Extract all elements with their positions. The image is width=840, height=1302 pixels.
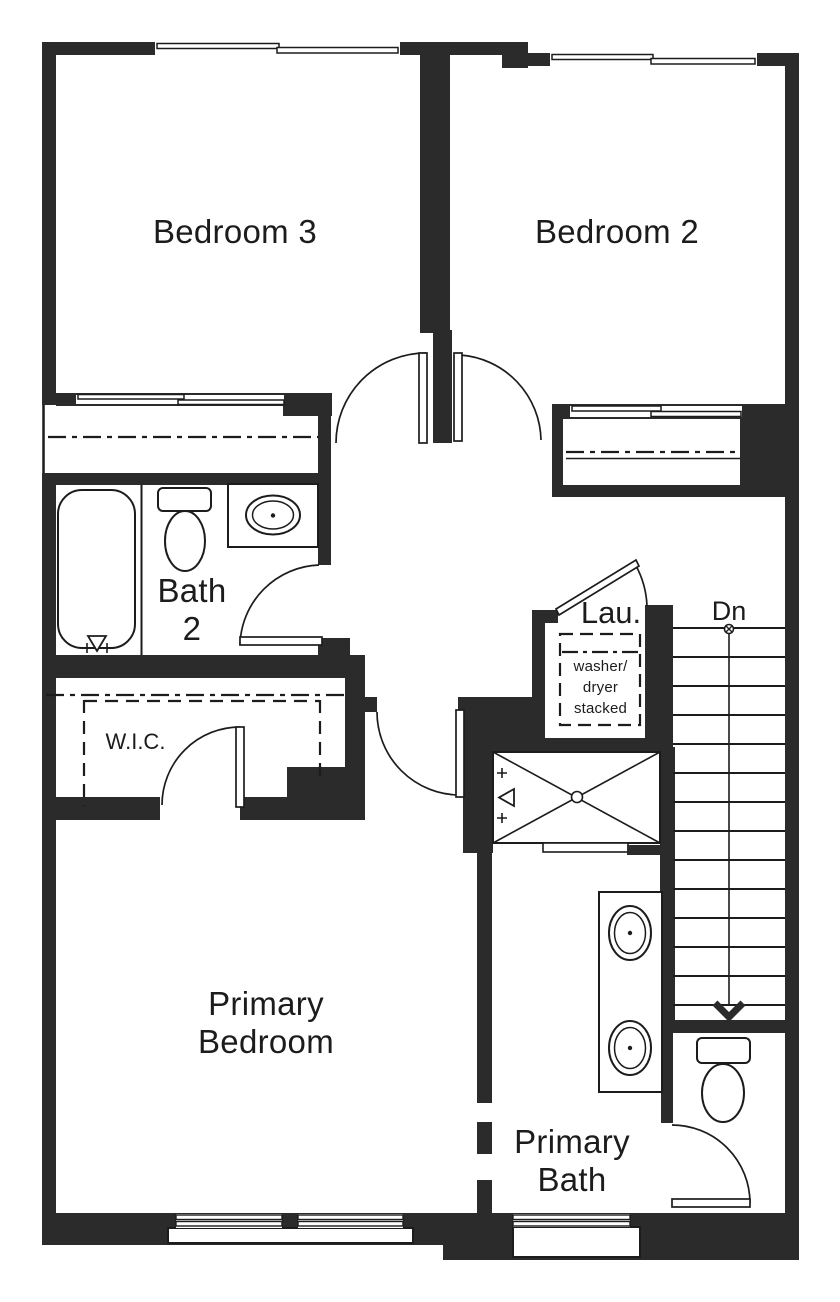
wall-pbath-west-dash-1 [477,1122,492,1154]
door-arc-hall [376,711,461,796]
wall-outer-right [785,53,799,1260]
vanity-sink1-inner [613,911,647,955]
door-leaf-bedroom3 [418,352,428,444]
shower-valve-top [497,768,507,778]
shower-drain [570,790,584,804]
wall-stair-bottom [662,1020,798,1033]
shower-valve-bottom [497,813,507,823]
room-label-primary-bath-line2: Bath [537,1161,607,1198]
window-pbed-right-pane2 [297,1220,404,1227]
shower-head [497,787,515,808]
room-label-primary-bath-line1: Primary [514,1123,630,1160]
wall-hall-south-stub [353,697,377,712]
closet2-bypass-panel-1 [571,405,662,412]
room-label-bath2-line2: 2 [182,610,202,647]
wall-wic-south-left [42,797,160,820]
washer-dryer-box [558,632,642,727]
window-bedroom3-pane-1 [156,42,280,50]
sink-bath2-drain [270,513,276,518]
wall-pbath-west-dash-2 [477,1180,492,1213]
door-arc-bedroom2 [459,354,542,441]
window-bedroom3-pane-2 [276,46,399,54]
door-leaf-toilet-room [671,1198,751,1208]
door-leaf-hall [455,709,465,798]
wall-toilet-room-west [661,1033,673,1123]
wall-outer-left-upper [42,42,56,405]
room-label-primary-bedroom-line1: Primary [208,985,324,1022]
washer-dryer-note-line2: dryer [582,679,619,696]
window-bedroom2-pane-2 [650,57,756,65]
door-arc-bath2 [239,564,320,646]
room-label-bath2: Bath 2 [132,572,252,648]
door-arc-wic [161,726,241,806]
wall-wic-south-right [240,797,365,820]
wall-hall-south [458,697,537,745]
closet3-bypass-panel-1 [77,393,185,400]
wall-laundry-east [645,605,673,747]
stairs-down-label: Dn [711,596,747,626]
wall-bath2-east [318,416,331,565]
shower-glass-door [542,842,629,853]
wall-closet3-block [283,393,332,416]
room-label-primary-bedroom-line2: Bedroom [197,1023,334,1060]
window-pbath-pane2 [512,1220,631,1227]
wall-stair-west [660,747,675,1033]
door-leaf-bath2 [239,636,323,646]
vanity-sink2-inner [613,1026,647,1070]
window-pbath-sill [512,1226,641,1258]
window-pbed-left-pane1 [175,1214,283,1221]
wall-bath2-north [42,473,331,485]
vanity-sink1-drain [627,930,633,936]
toilet-bath2-bowl [164,510,206,572]
room-label-bedroom2: Bedroom 2 [534,213,700,250]
stairs-start-cross [725,625,733,633]
door-leaf-laundry [554,558,641,617]
window-pbed-left-pane2 [175,1220,283,1227]
wall-closet2-right-block [740,404,798,497]
wall-closet2-left-stub [552,404,563,497]
toilet-pbath-bowl [701,1063,745,1123]
door-arc-toilet-room [671,1124,751,1204]
window-pbed-right-pane1 [297,1214,404,1221]
closet3-bypass-panel-2 [177,399,285,406]
toilet-bath2-tank [157,487,212,512]
wall-pbath-north [463,740,673,752]
wall-hall-door-stub [433,330,452,443]
wall-pbath-west [477,845,492,1103]
window-pbath-pane1 [512,1214,631,1221]
bathtub-valve-left [82,643,92,653]
room-label-bedroom3: Bedroom 3 [152,213,318,250]
stairs-down-arrow [712,1000,746,1022]
wall-laundry-west [532,610,545,745]
room-label-primary-bedroom: Primary Bedroom [121,985,411,1061]
bathtub-valve-right [102,643,112,653]
room-label-wic: W.I.C. [105,729,166,754]
wall-shower-west [463,745,493,853]
washer-dryer-note-line3: stacked [573,700,628,717]
door-arc-bedroom3 [335,352,427,444]
wall-laundry-top-stub [532,610,558,623]
window-pbed-sill [167,1227,414,1244]
window-bedroom2-pane-1 [551,53,654,61]
sink-bath2-inner [251,500,295,530]
room-label-bath2-line1: Bath [157,572,227,609]
bathtub [57,489,136,649]
room-label-laundry: Lau. [580,595,642,630]
bathtub-spout [86,635,108,653]
washer-dryer-note-line1: washer/ [573,658,628,675]
vanity-sink2-drain [627,1045,633,1051]
room-label-primary-bath: Primary Bath [427,1123,717,1199]
door-leaf-bedroom2 [453,352,463,442]
wall-bath2-door-corner [318,638,350,657]
washer-dryer-note: washer/ dryer stacked [558,656,643,719]
shower-door-bar [627,845,667,855]
wall-closet2-bottom [552,485,798,497]
wall-bath2-south [42,655,365,678]
closet2-bypass-panel-2 [650,410,742,418]
door-leaf-wic [235,726,245,808]
toilet-pbath-tank [696,1037,751,1064]
wall-outer-left-lower [42,473,56,1245]
wall-bedroom-divider [420,55,450,333]
